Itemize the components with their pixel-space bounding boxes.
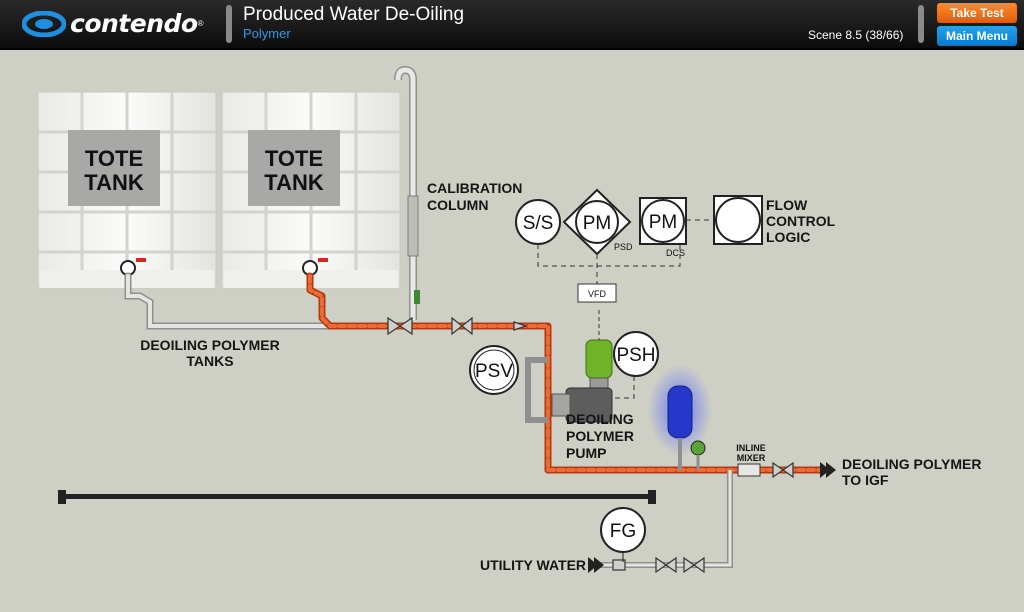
tanks-label-line1: DEOILING POLYMER [140,337,280,353]
psh-instrument: PSH [613,331,659,377]
utility-arrow-icon [588,557,604,573]
utility-valve-icon[interactable] [692,556,705,574]
pm-label: PM [583,213,612,234]
app-header: contendo® Produced Water De-Oiling Polym… [0,0,1024,50]
calibration-column-label-line1: CALIBRATION [427,180,522,196]
utility-valve-icon[interactable] [612,559,626,571]
inline-mixer-label-line1: INLINE [736,443,766,453]
ss-instrument: S/S [515,199,561,245]
inline-mixer: INLINE MIXER [736,443,766,477]
fg-instrument: FG [600,507,646,562]
valve-icon[interactable] [461,316,473,336]
contendo-logo: contendo® [21,9,203,38]
separator-bar [58,490,656,504]
pm-label: PM [649,212,678,233]
tote-tank-2: TOTE TANK [221,91,401,289]
flow-control-logic-box [713,195,763,245]
dcs-label: DCS [666,248,685,258]
vfd-label: VFD [588,289,607,299]
logo-swirl-icon [21,10,67,37]
calibration-column [394,65,420,320]
page-title: Produced Water De-Oiling [243,4,465,25]
pulsation-dampener [648,364,712,470]
main-menu-button[interactable]: Main Menu [937,26,1017,46]
process-diagram: TOTE TANK TOTE TANK [37,65,982,574]
valve-icon[interactable] [781,461,794,479]
tote-tank-2-label-line1: TOTE [265,146,323,171]
inline-mixer-label-line2: MIXER [737,453,766,463]
pump-label-line3: PUMP [566,445,606,461]
fg-label: FG [610,521,636,542]
header-divider [918,5,924,43]
psd-label: PSD [614,242,633,252]
scene-counter: Scene 8.5 (38/66) [808,28,904,42]
to-igf-label-line2: TO IGF [842,472,889,488]
tote-tank-2-label-line2: TANK [264,170,324,195]
ss-label: S/S [523,213,554,234]
calibration-column-label-line2: COLUMN [427,197,488,213]
tanks-label-line2: TANKS [186,353,233,369]
polymer-flow-line [306,272,824,474]
psv-instrument: PSV [469,345,519,395]
take-test-button[interactable]: Take Test [937,3,1017,23]
pm-dcs-instrument: PM DCS [639,197,687,258]
pump-label-line2: POLYMER [566,428,634,444]
tote-tank-1: TOTE TANK [37,91,217,289]
to-igf-label-line1: DEOILING POLYMER [842,456,982,472]
tote-tank-1-label-line1: TOTE [85,146,143,171]
valve-icon[interactable] [398,316,413,336]
flow-control-logic-line2: CONTROL [766,213,836,229]
deoiling-polymer-pump [551,310,613,423]
tote-tank-1-label-line2: TANK [84,170,144,195]
vfd-box: VFD [577,283,617,303]
pressure-gauge-icon [690,440,706,470]
outlet-arrow-icon [820,462,836,478]
page-subtitle: Polymer [243,26,291,41]
psh-label: PSH [616,345,655,366]
utility-water-label: UTILITY WATER [480,557,586,573]
psv-label: PSV [475,361,513,382]
pump-label-line1: DEOILING [566,411,634,427]
pm-psd-instrument: PM PSD [562,188,633,256]
flow-control-logic-line1: FLOW [766,197,808,213]
logo-text: contendo [70,9,198,38]
flow-control-logic-line3: LOGIC [766,229,810,245]
header-divider [226,5,232,43]
